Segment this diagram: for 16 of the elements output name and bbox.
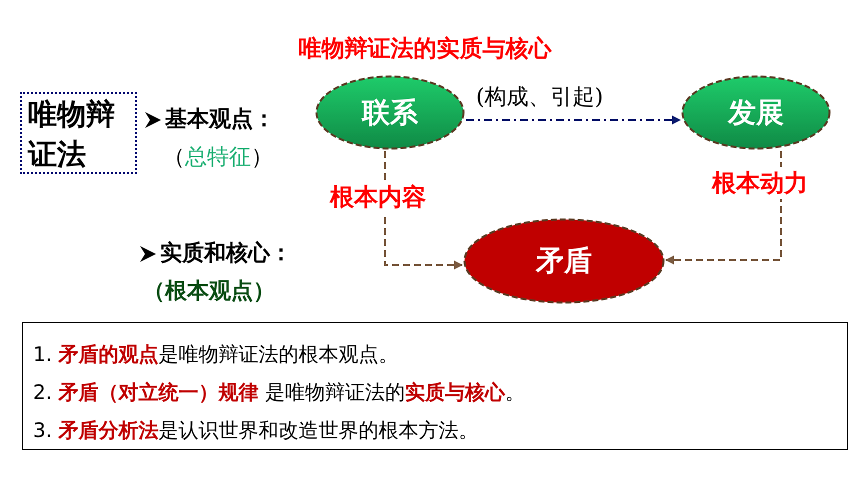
- label-text: （总特征）: [163, 144, 273, 172]
- list-item: 1. 矛盾的观点是唯物辩证法的根本观点。: [33, 341, 398, 368]
- term-box: 唯物辩证法: [20, 92, 137, 174]
- arrow: [466, 116, 681, 124]
- title: 唯物辩证法的实质与核心: [298, 35, 553, 64]
- ellipse-node: 发展: [681, 75, 831, 150]
- list-item: 3. 矛盾分析法是认识世界和改造世界的根本方法。: [33, 417, 478, 444]
- arrow: [665, 151, 782, 264]
- label-text: 实质和核心：: [160, 240, 292, 268]
- list-box: [22, 322, 848, 450]
- label-text: （根本观点）: [143, 278, 275, 306]
- label-text: 基本观点：: [165, 106, 275, 134]
- ellipse-node: 矛盾: [463, 218, 665, 304]
- ellipse-node: 联系: [315, 75, 465, 150]
- list-item: 2. 矛盾（对立统一）规律 是唯物辩证法的实质与核心。: [33, 379, 525, 406]
- edge-label: 根本内容: [328, 181, 428, 213]
